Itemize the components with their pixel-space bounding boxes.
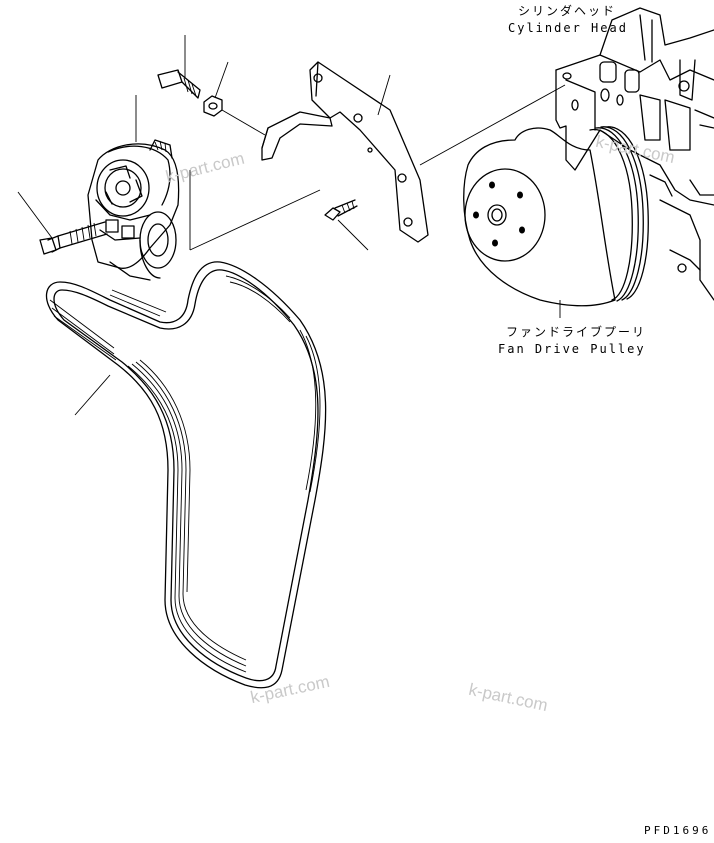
nut — [203, 95, 223, 117]
cylinder-head — [555, 7, 714, 301]
bolt — [157, 69, 201, 99]
drawing-code: PFD1696 — [644, 824, 712, 837]
tensioner-bolt — [39, 221, 108, 255]
fan-drive-pulley-label-jp: ファンドライブプーリ — [506, 325, 647, 339]
fan-drive-pulley — [463, 126, 649, 307]
v-ribbed-belt — [45, 261, 327, 689]
cylinder-head-label-jp: シリンダヘッド — [518, 4, 617, 18]
belt-tensioner — [87, 139, 180, 281]
screw — [324, 199, 358, 221]
mounting-bracket — [309, 61, 429, 243]
fan-drive-pulley-label-en: Fan Drive Pulley — [498, 342, 646, 356]
cylinder-head-label-en: Cylinder Head — [508, 21, 628, 35]
bracket-arm — [261, 111, 333, 161]
